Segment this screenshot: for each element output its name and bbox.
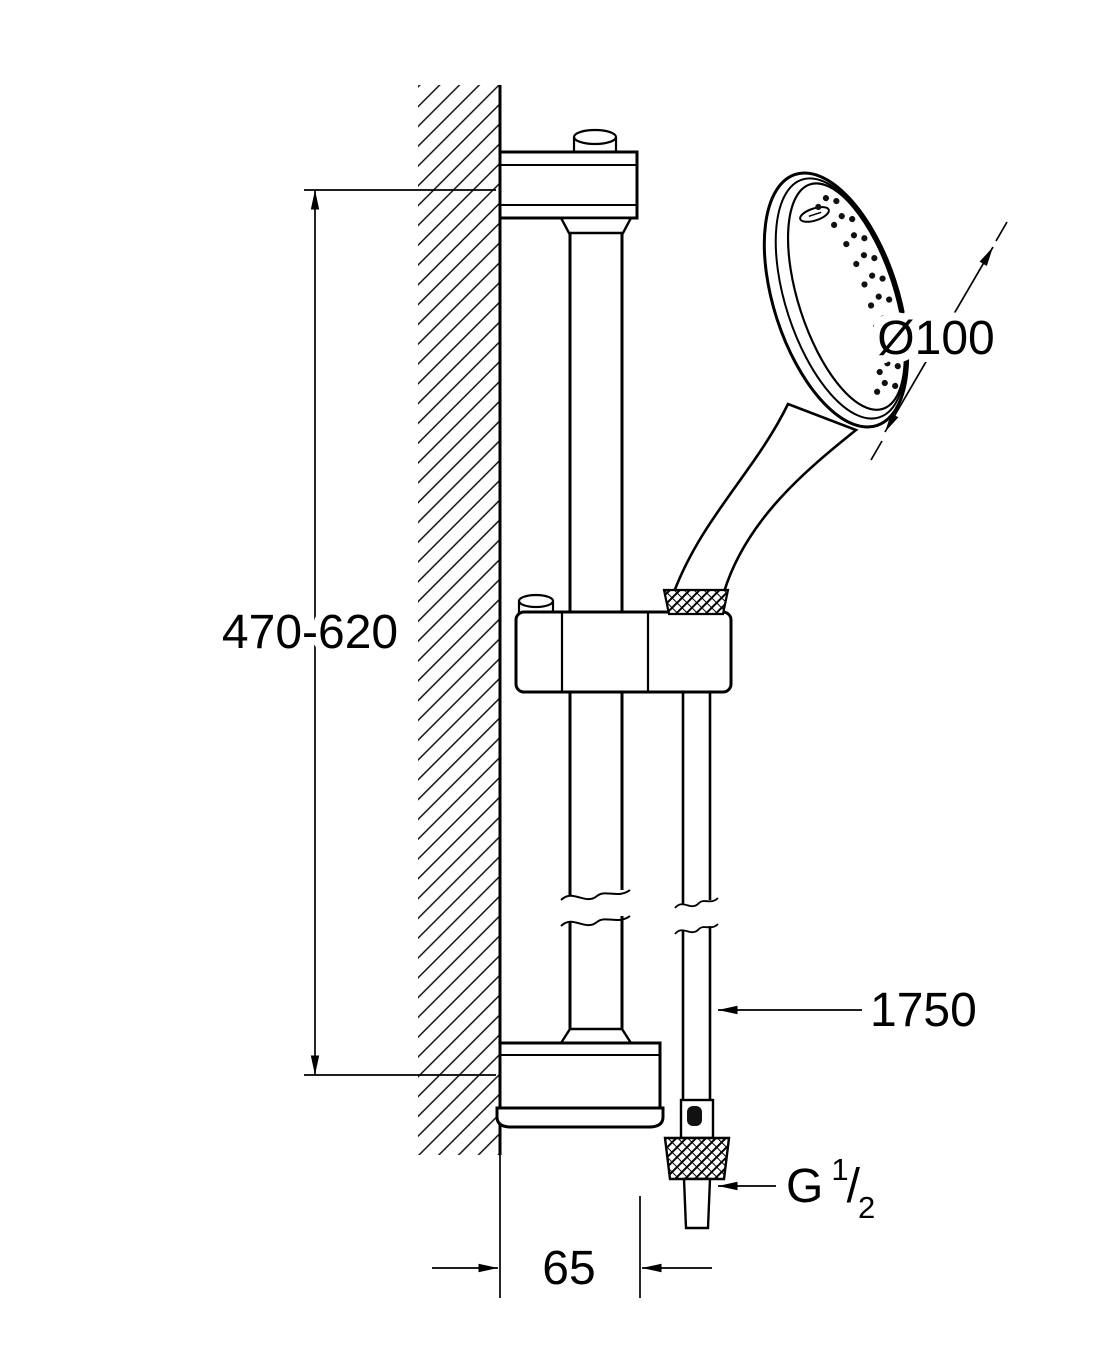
bottom-bracket-collar <box>558 1027 634 1045</box>
shower-hose <box>663 692 731 1230</box>
dim-hose-length-label: 1750 <box>870 984 977 1037</box>
hose-thread-end <box>682 1177 712 1230</box>
dimension-hose-length: 1750 <box>718 984 977 1037</box>
extension-line-top <box>995 221 1008 242</box>
bottom-bracket-base <box>495 1106 665 1129</box>
top-bracket-collar <box>559 216 633 235</box>
hose-nut <box>663 1136 731 1181</box>
dimension-rail-length: 470-620 <box>214 189 496 1076</box>
dim-wall-offset-label: 65 <box>542 1242 595 1295</box>
wall-hatch <box>418 85 500 1155</box>
dimension-line <box>884 246 994 433</box>
face-button <box>799 206 830 223</box>
shower-handle <box>672 402 859 594</box>
rail-break-symbol <box>560 889 631 927</box>
glider-button <box>517 593 555 613</box>
handle-knurled-grip <box>662 588 730 616</box>
top-bracket-screw <box>572 128 618 153</box>
thread-denominator: 2 <box>858 1190 875 1225</box>
extension-line-bottom <box>870 440 883 461</box>
rail-top-bracket <box>498 128 639 235</box>
rail-bottom-bracket <box>495 1027 665 1129</box>
shower-holder-glider <box>514 593 733 694</box>
dim-head-diameter-label: Ø100 <box>877 312 994 365</box>
shower-head <box>762 171 910 429</box>
hand-shower <box>662 171 910 616</box>
thread-slash: / <box>847 1160 861 1213</box>
thread-numerator: 1 <box>831 1152 848 1187</box>
thread-prefix: G <box>786 1160 823 1213</box>
hose-fitting-detail <box>687 1106 702 1126</box>
wall <box>418 85 502 1298</box>
dimension-wall-offset: 65 <box>432 1196 712 1298</box>
hose-break-symbol <box>674 897 719 935</box>
slide-rail-bar <box>560 233 631 1029</box>
dimension-head-diameter: Ø100 <box>869 221 1008 461</box>
dim-rail-length-label: 470-620 <box>222 606 398 659</box>
